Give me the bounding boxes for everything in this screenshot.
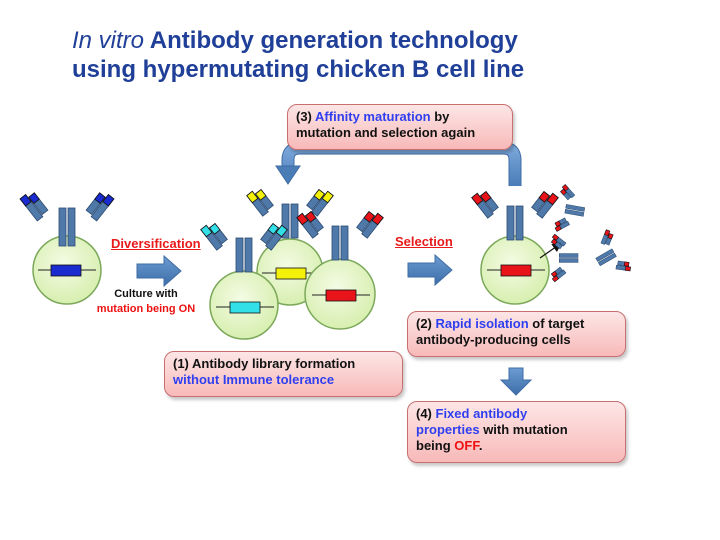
title-italic: In vitro — [72, 27, 145, 54]
fixed-line-3: being OFF. — [416, 438, 617, 454]
secreted-antibody-3 — [595, 229, 631, 272]
rapid-line-1: (2) Rapid isolation of target — [416, 316, 617, 332]
library-line-1: (1) Antibody library formation — [173, 356, 356, 371]
culture-caption: Culture with mutation being ON — [86, 287, 206, 317]
fixed-line-1: (4) Fixed antibody — [416, 406, 617, 422]
fixed-line3b: . — [478, 438, 483, 453]
mutation-on-text: mutation being ON — [96, 303, 196, 315]
antibody-selected — [471, 191, 559, 241]
fixed-highlight-1: Fixed antibody — [435, 406, 528, 421]
loop-arrow — [275, 141, 522, 186]
affinity-line-1: (3) Affinity maturation by — [296, 109, 504, 125]
diversification-label: Diversification — [111, 236, 201, 251]
fixed-num: (4) — [416, 406, 436, 421]
diversification-arrow — [136, 254, 182, 288]
rapid-highlight: Rapid isolation — [435, 316, 529, 331]
affinity-maturation-box: (3) Affinity maturation by mutation and … — [287, 104, 513, 150]
fixed-properties-box: (4) Fixed antibody properties with mutat… — [407, 401, 626, 463]
affinity-num: (3) — [296, 109, 316, 124]
rapid-line-2: antibody-producing cells — [416, 332, 571, 347]
fixed-line-2: properties with mutation — [416, 422, 617, 438]
fixed-line3a: being — [416, 438, 455, 453]
antibody-red — [296, 211, 384, 261]
antibody-cyan — [200, 223, 288, 273]
selection-label: Selection — [395, 234, 453, 249]
b-cell-selected — [480, 235, 550, 305]
title-line-2: using hypermutating chicken B cell line — [72, 56, 525, 83]
antibody-library-box: (1) Antibody library formation without I… — [164, 351, 403, 397]
library-line-2: without Immune tolerance — [173, 372, 335, 387]
title-line1-rest: Antibody generation technology — [144, 27, 518, 54]
b-cell-1 — [32, 235, 102, 305]
affinity-rest: by — [430, 109, 450, 124]
down-arrow — [499, 367, 533, 396]
affinity-line-2: mutation and selection again — [296, 125, 476, 140]
fixed-off: OFF — [454, 438, 479, 453]
b-cell-cyan — [209, 270, 279, 340]
title-line-1: In vitro Antibody generation technology — [72, 26, 524, 55]
page-title: In vitro Antibody generation technology … — [72, 26, 524, 84]
antibody-1 — [19, 192, 115, 247]
antibody-yellow — [246, 189, 334, 239]
fixed-rest: with mutation — [479, 422, 568, 437]
secreted-antibody-1 — [554, 184, 586, 232]
affinity-highlight: Affinity maturation — [315, 109, 431, 124]
culture-with-text: Culture with — [114, 288, 178, 300]
rapid-num: (2) — [416, 316, 436, 331]
secreted-antibody-2 — [550, 233, 579, 283]
b-cell-red — [304, 258, 376, 330]
selection-arrow — [407, 253, 453, 287]
rapid-isolation-box: (2) Rapid isolation of target antibody-p… — [407, 311, 626, 357]
rapid-rest: of target — [528, 316, 585, 331]
fixed-highlight-2: properties — [416, 422, 480, 437]
